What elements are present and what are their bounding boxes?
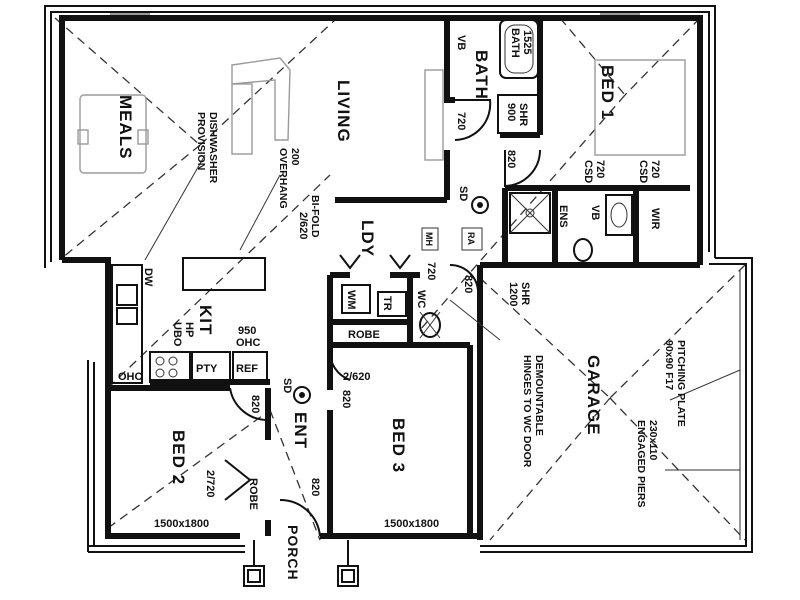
dim-720-bath: 720 bbox=[455, 112, 467, 130]
room-ens: ENS bbox=[557, 205, 569, 228]
room-ent: ENT bbox=[291, 412, 310, 449]
dim-820-kit: 820 bbox=[249, 395, 261, 413]
room-wir: WIR bbox=[649, 208, 661, 229]
eaves-outline bbox=[44, 5, 753, 553]
room-robe-bed2: ROBE bbox=[247, 478, 259, 510]
room-pty: PTY bbox=[196, 363, 218, 375]
vb-bath-label: VB bbox=[455, 35, 467, 50]
dim-window-bed2: 1500x1800 bbox=[154, 518, 209, 530]
note-overhang-1: 200 bbox=[289, 148, 301, 166]
mh-label: MH bbox=[424, 232, 434, 246]
exterior-walls bbox=[59, 15, 703, 540]
dim-820-ent: 820 bbox=[309, 478, 321, 496]
room-robe-hall: ROBE bbox=[348, 329, 380, 341]
smoke-detector-icon bbox=[471, 196, 489, 214]
dim-window-bed3: 1500x1800 bbox=[384, 518, 439, 530]
dw-label: DW bbox=[142, 268, 154, 287]
note-dishwasher-2: PROVISION bbox=[195, 112, 207, 170]
ohc-950-ohc-label: OHC bbox=[236, 337, 261, 349]
room-meals: MEALS bbox=[116, 95, 135, 160]
vb-ens-label: VB bbox=[589, 205, 601, 220]
dim-820-bath: 820 bbox=[505, 150, 517, 168]
note-pitching-1: PITCHING PLATE bbox=[675, 340, 687, 427]
sd-top-label: SD bbox=[457, 186, 469, 201]
csd-b-label: CSD bbox=[637, 160, 649, 183]
note-piers-1: 230x110 bbox=[647, 420, 659, 460]
note-piers-2: ENGAGED PIERS bbox=[635, 420, 647, 508]
fixtures bbox=[77, 19, 686, 587]
note-pitching-2: 90x90 F17 bbox=[663, 340, 675, 390]
room-living: LIVING bbox=[334, 80, 353, 143]
hp-label: HP bbox=[183, 322, 195, 337]
dim-820-hall: 820 bbox=[340, 390, 352, 408]
ubo-label: UBO bbox=[171, 322, 183, 347]
ra-label: RA bbox=[466, 232, 476, 245]
shr-garage-label: SHR bbox=[519, 282, 531, 305]
roof-hip-lines bbox=[54, 17, 746, 541]
note-demountable-2: HINGES TO WC DOOR bbox=[521, 355, 533, 468]
dim-bifold-2620: 2/620 bbox=[297, 212, 309, 240]
dimension-labels: 720 820 720 720 720 820 820 820 820 2/62… bbox=[154, 112, 661, 530]
shr-bath-size: 900 bbox=[505, 103, 517, 121]
room-kit: KIT bbox=[196, 305, 215, 335]
room-ref: REF bbox=[236, 363, 258, 375]
bath-tub-label: BATH bbox=[509, 28, 521, 58]
notes: DISHWASHER PROVISION 200 OVERHANG BI-FOL… bbox=[195, 112, 687, 508]
room-porch: PORCH bbox=[285, 525, 301, 581]
room-bed3: BED 3 bbox=[389, 418, 408, 473]
note-demountable-1: DEMOUNTABLE bbox=[533, 355, 545, 436]
bath-size-label: 1525 bbox=[521, 30, 533, 54]
room-bath: BATH bbox=[472, 50, 491, 100]
room-garage: GARAGE bbox=[584, 355, 603, 436]
smoke-detector-icon bbox=[293, 386, 311, 404]
dim-720-csd-b: 720 bbox=[649, 160, 661, 178]
shr-garage-size: 1200 bbox=[507, 282, 519, 306]
room-wm: WM bbox=[345, 290, 357, 310]
dim-robe-2720: 2/720 bbox=[204, 470, 216, 498]
door-swings bbox=[224, 99, 541, 537]
room-bed2: BED 2 bbox=[169, 430, 188, 485]
ohc-label: OHC bbox=[118, 371, 143, 383]
note-bifold: BI-FOLD bbox=[309, 195, 321, 238]
dim-720-ldy: 720 bbox=[425, 262, 437, 280]
dim-720-csd-a: 720 bbox=[594, 160, 606, 178]
wc-label: WC bbox=[415, 290, 427, 308]
room-labels: MEALS LIVING BATH BED 1 KIT LDY BED 2 BE… bbox=[116, 50, 661, 581]
return-air-box bbox=[461, 227, 483, 251]
dim-820-ldy: 820 bbox=[462, 275, 474, 293]
room-ldy: LDY bbox=[358, 220, 377, 257]
manhole-box bbox=[421, 227, 439, 251]
shr-bath-label: SHR bbox=[517, 103, 529, 126]
dim-robe-2620: 2/620 bbox=[343, 371, 371, 383]
sd-ent-label: SD bbox=[281, 378, 293, 393]
note-overhang-2: OVERHANG bbox=[277, 148, 289, 209]
fixture-labels: DW VB VB BATH 1525 900 SHR CSD CSD SD SD… bbox=[118, 28, 649, 393]
room-tr: TR bbox=[381, 296, 393, 311]
csd-a-label: CSD bbox=[582, 160, 594, 183]
note-dishwasher-1: DISHWASHER bbox=[207, 112, 219, 184]
ohc-950-label: 950 bbox=[238, 325, 256, 337]
annotation-leaders bbox=[110, 13, 741, 471]
room-bed1: BED 1 bbox=[598, 65, 617, 120]
